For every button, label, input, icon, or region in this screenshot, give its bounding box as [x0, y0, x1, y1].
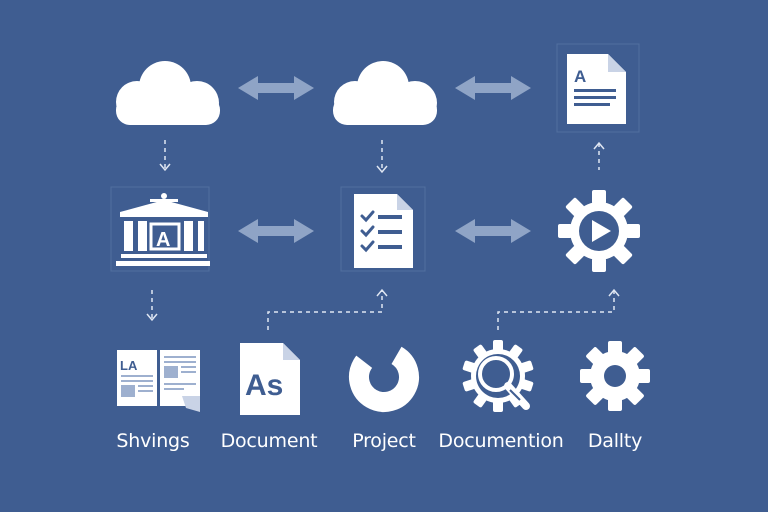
dashed-arrow-down: [376, 140, 388, 174]
dashed-arrow-down: [146, 290, 158, 322]
label-documention: Documention: [438, 430, 564, 452]
document-frame: [556, 43, 640, 133]
bidirectional-arrow: [455, 219, 531, 243]
newspaper-icon: LA: [117, 350, 200, 412]
as-document-icon: As: [240, 343, 300, 415]
dashed-connector-up: [497, 288, 620, 330]
cloud-icon-center: [333, 61, 437, 125]
label-dallty: Dallty: [587, 430, 643, 452]
dashed-connector-up: [267, 288, 388, 330]
document-glyph: A: [574, 67, 586, 86]
label-document: Document: [220, 430, 318, 452]
checklist-document-icon: [354, 194, 413, 268]
label-shvings: Shvings: [116, 430, 190, 452]
as-document-glyph: As: [245, 369, 283, 402]
bank-glyph: A: [156, 229, 170, 251]
gear-play-icon: [558, 190, 640, 272]
ring-chart-icon: [349, 342, 419, 412]
dashed-arrow-up: [593, 141, 605, 170]
label-project: Project: [352, 430, 416, 452]
gear-magnifier-icon: [462, 340, 534, 412]
dashed-arrow-down: [159, 140, 171, 172]
cloud-icon-left: [116, 61, 220, 125]
bidirectional-arrow: [455, 76, 531, 100]
bidirectional-arrow: [238, 219, 314, 243]
gear-icon: [580, 341, 650, 411]
document-icon: A: [567, 54, 626, 124]
newspaper-glyph: LA: [120, 358, 138, 373]
checklist-frame: [340, 186, 426, 272]
bank-frame: [110, 186, 210, 272]
bidirectional-arrow: [238, 76, 314, 100]
bank-icon: A: [116, 193, 210, 266]
